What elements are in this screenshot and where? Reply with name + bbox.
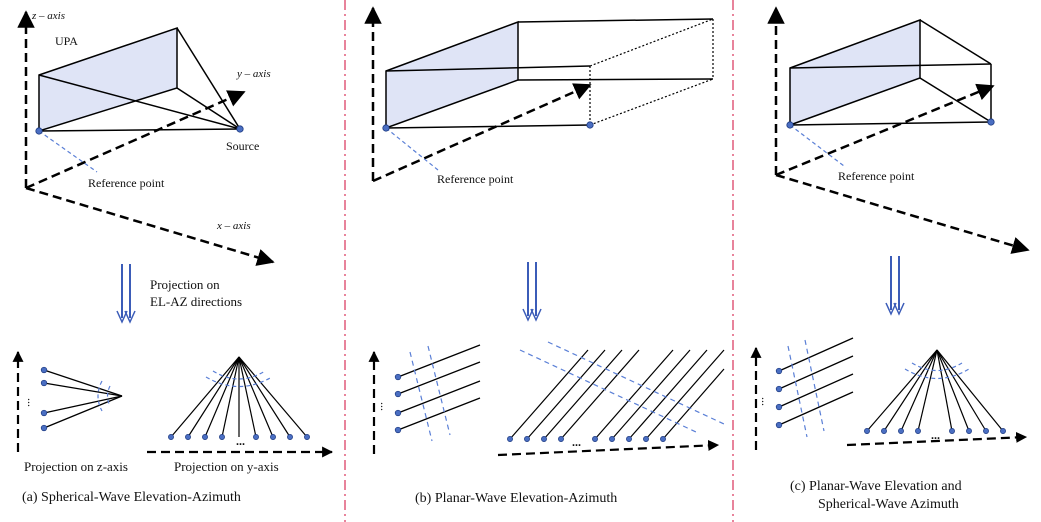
reference-point-label-c: Reference point (838, 169, 915, 183)
panel-b-3d-geometry (364, 6, 714, 183)
caption-c-line2: Spherical-Wave Azimuth (818, 497, 959, 512)
planar-elevation-diagram (368, 344, 481, 454)
ellipsis-b-right: ... (572, 435, 581, 449)
source-label: Source (226, 139, 259, 153)
projection-note-line1: Projection on (150, 277, 220, 292)
caption-b: (b) Planar-Wave Elevation-Azimuth (415, 491, 617, 506)
x-axis (25, 186, 275, 266)
caption-c-line1: (c) Planar-Wave Elevation and (790, 479, 962, 494)
projection-z-label: Projection on z-axis (24, 459, 128, 474)
panel-c-3d-geometry (767, 6, 1030, 254)
planar-azimuth-diagram (497, 341, 725, 457)
reference-point-label-b: Reference point (437, 172, 514, 186)
reference-point-label: Reference point (88, 176, 165, 190)
projection-arrow-c (885, 256, 905, 316)
upa-panel-b (385, 20, 519, 130)
upa-panel-c (789, 18, 921, 127)
spherical-azimuth-diagram-c (846, 349, 1028, 447)
ellipsis-c-right: ... (931, 428, 940, 442)
upa-label: UPA (55, 34, 78, 48)
source-dot (236, 125, 244, 133)
planar-elevation-diagram-c (750, 337, 854, 450)
panel-a-3d-geometry (17, 10, 275, 266)
projection-y-diagram (147, 356, 334, 458)
projection-arrow (116, 264, 136, 324)
z-axis-label: z – axis (31, 10, 65, 22)
projection-arrow-b (522, 262, 542, 322)
projection-z-diagram (12, 350, 123, 452)
reference-dot (35, 127, 43, 135)
ellipsis-c-left: ... (759, 397, 773, 406)
reference-line (38, 130, 98, 173)
ellipsis-b-left: ... (378, 402, 392, 411)
projection-y-label: Projection on y-axis (174, 459, 279, 474)
caption-a: (a) Spherical-Wave Elevation-Azimuth (22, 490, 241, 505)
ellipsis-z: ... (25, 398, 39, 407)
ellipsis-y: ... (236, 434, 245, 448)
projection-note-line2: EL-AZ directions (150, 294, 242, 309)
x-axis-label: x – axis (216, 220, 251, 232)
y-axis-label: y – axis (236, 68, 271, 80)
